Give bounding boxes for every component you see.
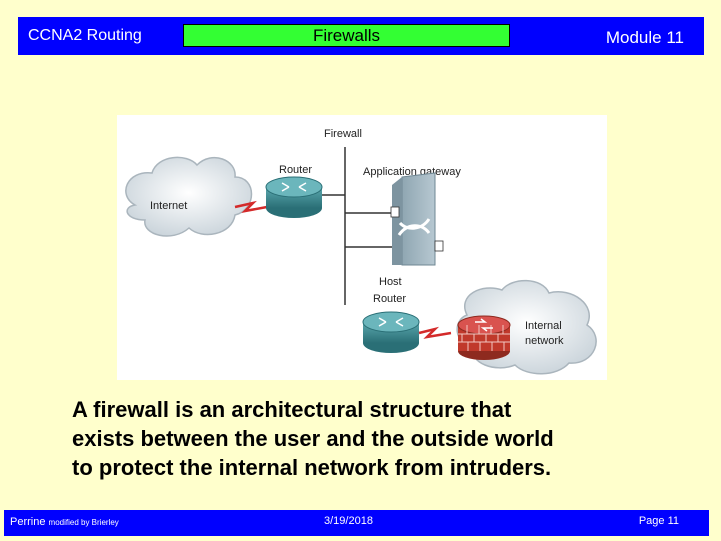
slide-title: Firewalls (183, 24, 510, 47)
internet-cloud-icon: Internet (125, 156, 253, 237)
internal-label: Internal (525, 320, 562, 332)
internet-label: Internet (150, 200, 187, 212)
serial-link-icon (234, 200, 268, 213)
body-line-1: A firewall is an architectural structure… (72, 397, 512, 422)
router-icon: Router (265, 164, 323, 218)
application-gateway-label: Application gateway (363, 166, 461, 178)
footer-date: 3/19/2018 (324, 515, 373, 527)
application-gateway-icon: Application gateway (363, 166, 461, 266)
course-label: CCNA2 Routing (28, 27, 142, 44)
internal-serial-link-icon (418, 326, 452, 339)
router-label: Router (279, 164, 312, 176)
body-line-3: to protect the internal network from int… (72, 455, 552, 480)
firewall-label: Firewall (324, 128, 362, 140)
host-router-label: Router (373, 293, 406, 305)
brick-firewall-icon (457, 315, 511, 360)
body-text: A firewall is an architectural structure… (72, 395, 692, 482)
footer-page: Page 11 (638, 515, 679, 527)
footer-author: Perrine modified by Brierley (10, 516, 119, 528)
network-label: network (525, 335, 564, 347)
module-label: Module 11 (605, 28, 684, 47)
header-bar: CCNA2 Routing Firewalls Module 11 (18, 17, 704, 55)
internal-router-icon (362, 311, 420, 353)
author-name: Perrine (10, 516, 46, 528)
host-label: Host (379, 276, 402, 288)
modified-note: modified by Brierley (48, 518, 119, 527)
body-line-2: exists between the user and the outside … (72, 426, 554, 451)
firewall-diagram: Internet Firewall Router Application ga (117, 115, 607, 380)
footer-bar: Perrine modified by Brierley 3/19/2018 P… (4, 510, 709, 536)
